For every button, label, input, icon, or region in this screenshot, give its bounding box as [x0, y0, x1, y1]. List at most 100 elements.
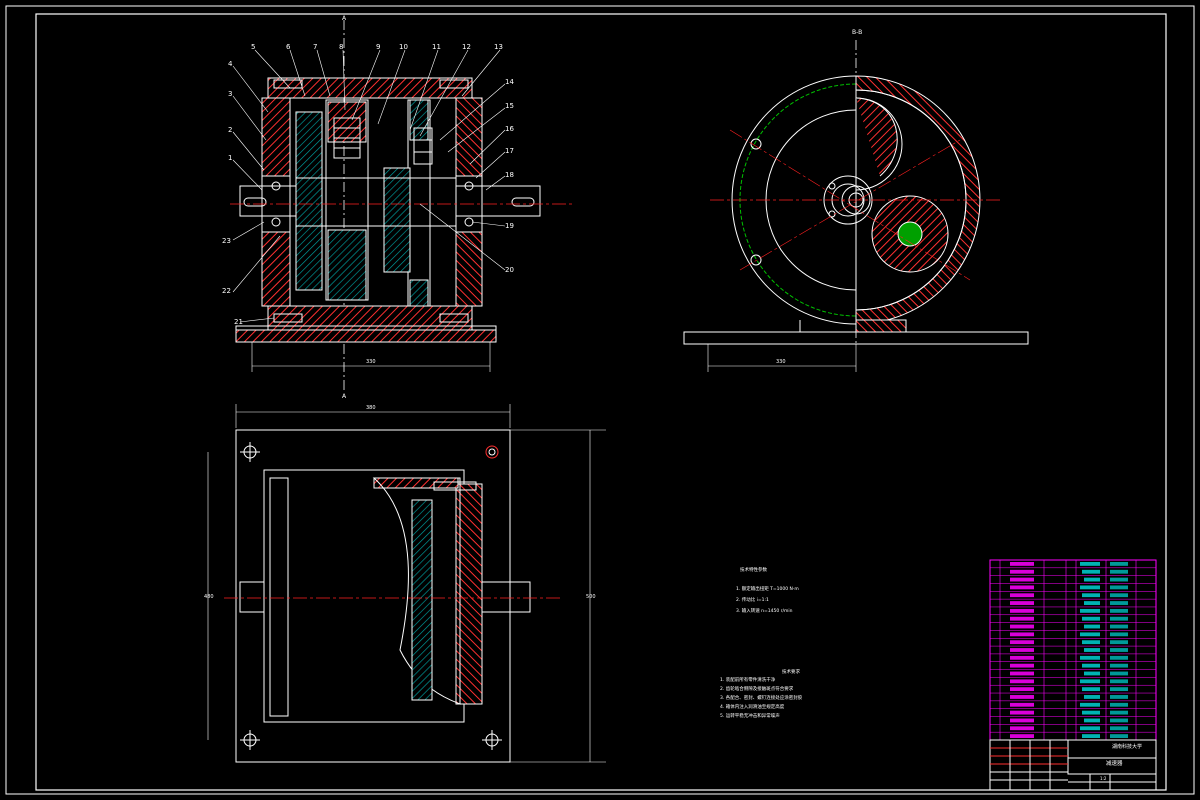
part-num-2: 2 [228, 126, 232, 134]
part-num-13: 13 [494, 43, 503, 51]
part-num-23: 23 [222, 237, 231, 245]
parts-list-name-cell [1010, 702, 1034, 707]
parts-list-standard-cell [1110, 679, 1128, 684]
parts-list-name-cell [1010, 632, 1034, 637]
parts-list-material-cell [1082, 640, 1100, 645]
parts-list-material-cell [1082, 616, 1100, 621]
parts-list-standard-cell [1110, 655, 1128, 660]
parts-list-standard-cell [1110, 671, 1128, 676]
parts-list-name-cell [1010, 655, 1034, 660]
part-num-19: 19 [505, 222, 514, 230]
part-num-4: 4 [228, 60, 233, 68]
parts-list-name-cell [1010, 640, 1034, 645]
parts-list-name-cell [1010, 687, 1034, 692]
tech-item-4: 4. 箱体内注入润滑油至规定高度 [720, 703, 785, 710]
part-num-1: 1 [228, 154, 232, 162]
parts-list [989, 559, 1157, 741]
parts-list-standard-cell [1110, 585, 1128, 590]
parts-list-material-cell [1084, 671, 1100, 676]
parts-list-material-cell [1080, 655, 1100, 660]
part-num-7: 7 [313, 43, 317, 51]
part-num-18: 18 [505, 171, 514, 179]
inner-border [35, 13, 1167, 791]
parts-list-material-cell [1082, 710, 1100, 715]
parts-list-standard-cell [1110, 702, 1128, 707]
parts-list-standard-cell [1110, 710, 1128, 715]
part-num-11: 11 [432, 43, 441, 51]
parts-list-standard-cell [1110, 569, 1128, 574]
parts-list-standard-cell [1110, 562, 1128, 566]
parts-list-standard-cell [1110, 632, 1128, 637]
parts-list-name-cell [1010, 585, 1034, 590]
parts-list-material-cell [1084, 624, 1100, 629]
spec-item-3: 3. 输入转速 n=1450 r/min [736, 607, 793, 614]
part-num-10: 10 [399, 43, 408, 51]
parts-list-name-cell [1010, 710, 1034, 715]
parts-list-material-cell [1082, 734, 1100, 738]
part-num-5: 5 [251, 43, 255, 51]
plan-view: 380 480 500 [204, 404, 606, 763]
spec-notes: 技术特性参数 1. 额定输出扭矩 T=1000 N·m 2. 传动比 i=1:1… [736, 566, 799, 614]
part-num-8: 8 [339, 43, 343, 51]
tech-item-2: 2. 齿轮啮合侧隙及接触斑点符合要求 [720, 685, 794, 692]
parts-list-material-cell [1084, 601, 1100, 605]
dim-plan-width: 380 [366, 405, 376, 411]
part-num-15: 15 [505, 102, 514, 110]
parts-list-material-cell [1080, 585, 1100, 590]
dim-plan-height: 480 [204, 594, 214, 600]
dim-side-width: 330 [776, 359, 786, 365]
parts-list-name-cell [1010, 718, 1034, 723]
parts-list-name-cell [1010, 734, 1034, 738]
parts-list-material-cell [1084, 695, 1100, 699]
parts-list-standard-cell [1110, 593, 1128, 598]
front-section-view: A A [222, 15, 575, 400]
parts-list-name-cell [1010, 726, 1034, 731]
part-num-3: 3 [228, 90, 232, 98]
parts-list-material-cell [1080, 679, 1100, 684]
parts-list-material-cell [1082, 569, 1100, 574]
parts-list-standard-cell [1110, 734, 1128, 738]
part-num-14: 14 [505, 78, 514, 86]
title-block: 湖南科技大学 减速器 1:2 [989, 739, 1157, 791]
section-mark-top: A [342, 15, 347, 22]
tech-item-3: 3. 各配合、密封、螺钉连接处应涂密封胶 [720, 694, 803, 701]
part-num-16: 16 [505, 125, 514, 133]
parts-list-standard-cell [1110, 726, 1128, 731]
parts-list-material-cell [1080, 608, 1100, 613]
parts-list-material-cell [1082, 593, 1100, 598]
parts-list-standard-cell [1110, 640, 1128, 645]
parts-list-name-cell [1010, 577, 1034, 582]
parts-list-material-cell [1082, 663, 1100, 668]
parts-list-name-cell [1010, 663, 1034, 668]
part-num-22: 22 [222, 287, 231, 295]
part-num-20: 20 [505, 266, 514, 274]
side-section-view: B-B 330 [683, 29, 1029, 372]
parts-list-standard-cell [1110, 608, 1128, 613]
parts-list-material-cell [1084, 718, 1100, 723]
parts-list-material-cell [1084, 648, 1100, 652]
tech-title: 技术要求 [782, 668, 800, 675]
parts-list-standard-cell [1110, 687, 1128, 692]
spec-item-2: 2. 传动比 i=1:1 [736, 596, 769, 603]
parts-list-name-cell [1010, 624, 1034, 629]
outer-border [5, 5, 1195, 795]
parts-list-material-cell [1080, 702, 1100, 707]
part-num-6: 6 [286, 43, 291, 51]
part-num-12: 12 [462, 43, 471, 51]
parts-list-name-cell [1010, 671, 1034, 676]
parts-list-standard-cell [1110, 718, 1128, 723]
tech-requirements: 技术要求 1. 装配前所有零件清洗干净 2. 齿轮啮合侧隙及接触斑点符合要求 3… [720, 668, 803, 719]
parts-list-name-cell [1010, 593, 1034, 598]
parts-list-standard-cell [1110, 695, 1128, 699]
parts-list-standard-cell [1110, 648, 1128, 652]
parts-list-material-cell [1080, 632, 1100, 637]
parts-list-name-cell [1010, 562, 1034, 566]
spec-item-1: 1. 额定输出扭矩 T=1000 N·m [736, 585, 799, 592]
parts-list-standard-cell [1110, 601, 1128, 605]
dim-front-width: 330 [366, 359, 376, 365]
parts-list-name-cell [1010, 601, 1034, 605]
parts-list-name-cell [1010, 616, 1034, 621]
section-mark-bottom: A [342, 393, 347, 400]
parts-list-standard-cell [1110, 616, 1128, 621]
drawing-name: 减速器 [1106, 759, 1123, 767]
